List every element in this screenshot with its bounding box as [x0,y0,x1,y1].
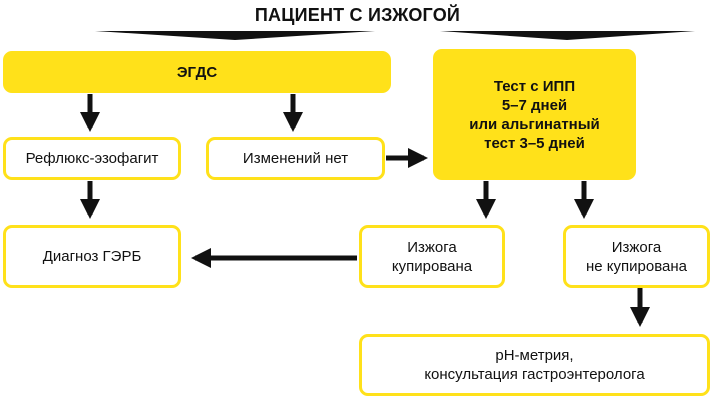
heartburn-not-relieved-box: Изжога не купирована [563,225,710,288]
diagram-title: ПАЦИЕНТ С ИЗЖОГОЙ [254,5,461,25]
reflux-esophagitis-box: Рефлюкс-эзофагит [3,137,181,180]
title-underline-wedge-right [440,31,695,40]
title-underline-wedge-left [95,31,375,40]
ipp-test-box: Тест с ИПП 5–7 дней или альгинатный тест… [433,49,636,180]
gerd-diagnosis-box: Диагноз ГЭРБ [3,225,181,288]
egds-box: ЭГДС [3,51,391,93]
no-changes-box: Изменений нет [206,137,385,180]
ph-metry-box: рН-метрия, консультация гастроэнтеролога [359,334,710,396]
heartburn-relieved-box: Изжога купирована [359,225,505,288]
